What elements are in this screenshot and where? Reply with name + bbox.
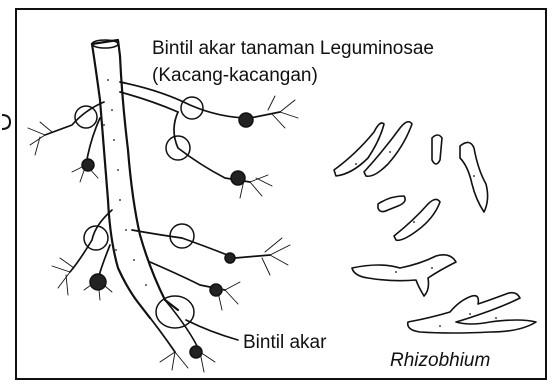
bacterium	[378, 196, 405, 212]
bacterium	[352, 255, 456, 296]
bacterium	[334, 123, 384, 176]
root-nodules	[75, 97, 253, 358]
dark-nodule	[239, 113, 253, 127]
dark-nodule	[190, 346, 202, 358]
bacterium	[460, 142, 488, 212]
bacterium	[432, 135, 442, 164]
dark-nodule	[225, 253, 235, 263]
dark-nodule	[210, 284, 222, 296]
nodule-label: Bintil akar	[243, 331, 326, 355]
title-line-1: Bintil akar tanaman Leguminosae	[152, 37, 434, 61]
rhizobium-bacteria	[334, 122, 536, 333]
dark-nodule	[231, 171, 245, 185]
dark-nodule	[90, 274, 106, 290]
nodule	[75, 106, 97, 128]
nodule-pointer-line	[186, 320, 238, 340]
bacterium	[394, 199, 440, 240]
bacterium	[364, 122, 412, 177]
title-line-2: (Kacang-kacangan)	[152, 64, 318, 88]
bacterium	[408, 293, 536, 333]
bacteria-label: Rhizobhium	[390, 349, 490, 373]
dark-nodule	[82, 159, 94, 171]
